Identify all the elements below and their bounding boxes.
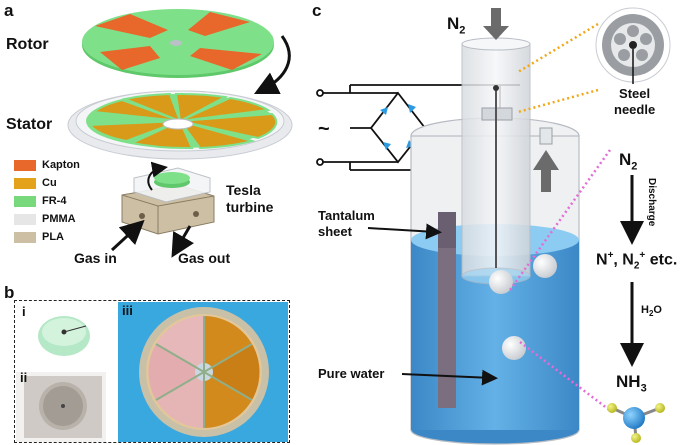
rotation-arrow	[253, 35, 291, 95]
bubble-2	[533, 254, 557, 278]
legend-item-cu: Cu	[14, 177, 57, 189]
photo-label-i: i	[22, 304, 26, 319]
gas-out-arrow	[171, 225, 194, 258]
legend-text-pla: PLA	[42, 231, 64, 243]
callout-right-bottom	[519, 341, 613, 413]
legend-swatch-kapton	[14, 159, 36, 171]
rotor-label: Rotor	[6, 36, 49, 53]
discharge-label: Discharge	[646, 178, 657, 227]
legend-text-cu: Cu	[42, 177, 57, 189]
n2-inlet-label: N2	[447, 14, 465, 36]
ions-sep: , N	[613, 251, 634, 269]
panel-label-c: c	[312, 1, 322, 20]
legend-swatch-fr4	[14, 195, 36, 207]
legend-text-fr4: FR-4	[42, 195, 67, 207]
legend-swatch-pmma	[14, 213, 36, 225]
legend-swatch-pla	[14, 231, 36, 243]
steel-needle-label: Steel needle	[614, 86, 655, 118]
tesla-line-1: Tesla	[226, 182, 261, 198]
legend-text-kapton: Kapton	[42, 159, 80, 171]
ions-tail: etc.	[645, 251, 678, 269]
nh3-n: NH	[616, 372, 641, 391]
legend-item-kapton: Kapton	[14, 159, 80, 171]
photo-label-ii: ii	[20, 370, 28, 385]
reactor-vessel	[410, 37, 580, 445]
legend-swatch-cu	[14, 177, 36, 189]
ions-n: N	[596, 251, 608, 269]
tantalum-pointer	[367, 223, 442, 240]
tantalum-sheet	[438, 212, 456, 408]
stator-disk	[67, 90, 293, 160]
gas-outlet-arrow	[533, 150, 559, 192]
n2-reactant-sub: 2	[631, 160, 638, 173]
legend-item-pmma: PMMA	[14, 213, 76, 225]
rotor-disk	[82, 9, 274, 78]
ions-sub: 2	[633, 260, 640, 272]
ions-label: N+, N2+ etc.	[596, 250, 677, 272]
photo-bi-turbine	[38, 316, 90, 356]
n2-inlet-arrow	[483, 8, 509, 40]
needle-inset	[595, 7, 671, 84]
bubble-3	[502, 336, 526, 360]
h2o-sub: 2	[648, 309, 654, 319]
photo-panel-frame	[14, 300, 290, 443]
legend-item-pla: PLA	[14, 231, 64, 243]
tesla-turbine-label: Tesla turbine	[226, 182, 273, 216]
callout-inset-bottom	[517, 88, 599, 114]
nh3-label: NH3	[616, 372, 647, 394]
photo-biii-stator	[139, 307, 269, 437]
nh3-molecule	[607, 403, 665, 443]
callout-inset-top	[517, 22, 599, 74]
gas-in-arrow	[110, 219, 145, 252]
photo-bii-ring	[24, 376, 102, 438]
n2-inlet-n: N	[447, 14, 460, 33]
water-pointer	[401, 369, 498, 386]
steel-line-2: needle	[614, 102, 656, 117]
tantalum-line-2: sheet	[318, 224, 352, 239]
pure-water-label: Pure water	[318, 366, 385, 381]
n2-reactant-n: N	[619, 150, 632, 169]
h2o-h: H	[641, 304, 649, 316]
gas-in-label: Gas in	[74, 250, 117, 266]
h2o-label: H2O	[641, 304, 662, 318]
panel-label-a: a	[4, 1, 14, 20]
photo-label-iii: iii	[122, 303, 133, 318]
panel-label-b: b	[4, 283, 15, 302]
gas-out-label: Gas out	[178, 250, 231, 266]
steel-line-1: Steel	[619, 86, 651, 101]
nh3-sub: 3	[640, 382, 647, 395]
ions-sup-2: +	[639, 250, 646, 261]
callout-right-top	[508, 149, 612, 291]
tesla-line-2: turbine	[226, 199, 274, 215]
n2-reactant-label: N2	[619, 150, 637, 172]
n2-inlet-sub: 2	[459, 24, 466, 37]
bubble-1	[489, 270, 513, 294]
ions-sup-1: +	[607, 250, 614, 261]
legend-item-fr4: FR-4	[14, 195, 66, 207]
stator-label: Stator	[6, 116, 53, 133]
legend-text-pmma: PMMA	[42, 213, 76, 225]
tesla-turbine	[121, 161, 215, 235]
h2o-o: O	[653, 304, 662, 316]
tantalum-sheet-label: Tantalum sheet	[318, 208, 375, 240]
ac-source-symbol: ~	[318, 118, 330, 140]
tantalum-line-1: Tantalum	[318, 208, 375, 223]
